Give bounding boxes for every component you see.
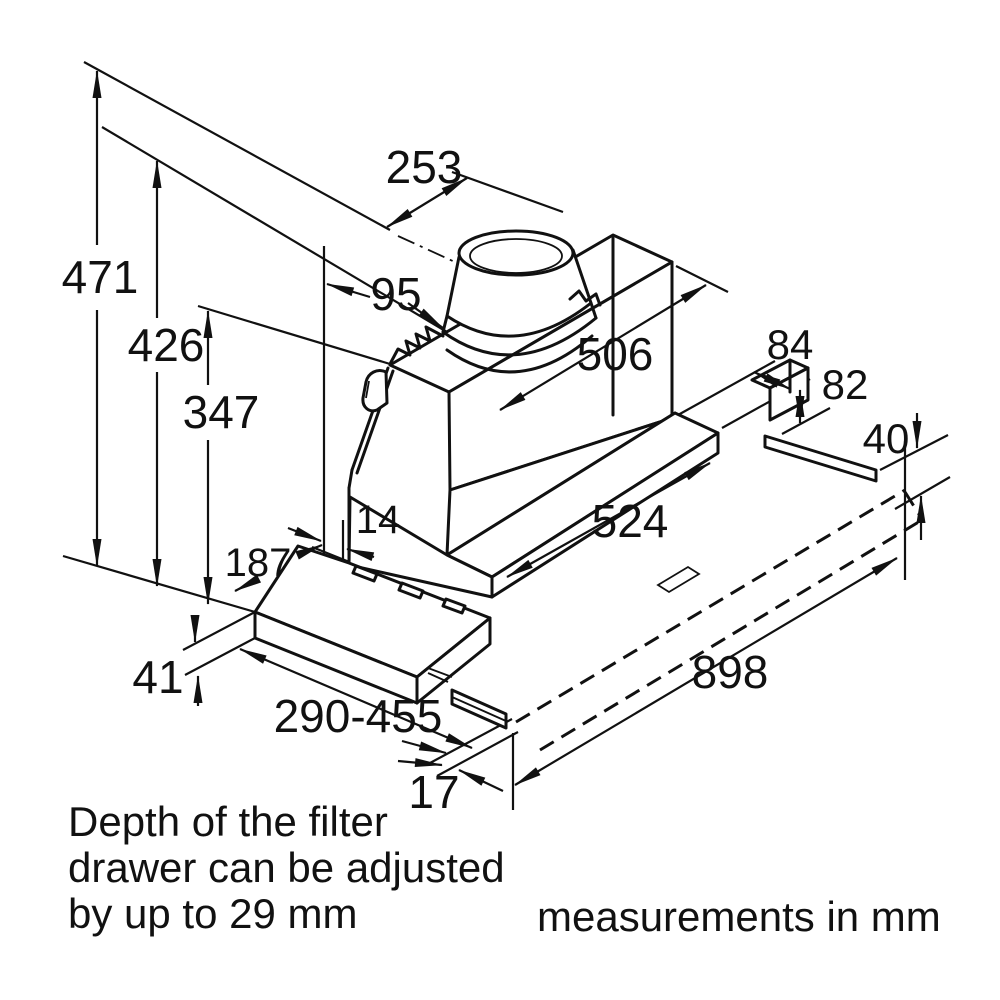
dim-label-95: 95 bbox=[370, 268, 421, 320]
dim-506-line bbox=[499, 284, 707, 411]
ext-line-506 bbox=[675, 265, 729, 293]
dim-label-506: 506 bbox=[577, 328, 654, 380]
drawer-tab-2 bbox=[397, 581, 425, 600]
notes: Depth of the filter drawer can be adjust… bbox=[68, 798, 941, 940]
lower-rail bbox=[763, 434, 878, 483]
dim-95-left bbox=[326, 282, 371, 299]
drawer-tab-3 bbox=[441, 597, 467, 615]
dim-84-line bbox=[753, 371, 791, 390]
units-note: measurements in mm bbox=[537, 893, 941, 940]
dim-187-upper bbox=[295, 543, 323, 560]
dim-label-14: 14 bbox=[356, 498, 401, 542]
ext-line-41-upper bbox=[182, 611, 256, 651]
left-slope-corner bbox=[347, 468, 354, 490]
dim-label-524: 524 bbox=[592, 495, 669, 547]
note-line-2: drawer can be adjusted bbox=[68, 844, 505, 891]
dim-14-left bbox=[287, 526, 322, 543]
dim-label-187: 187 bbox=[225, 541, 292, 585]
ext-line-253 bbox=[451, 170, 564, 214]
duct-band-edge-left bbox=[441, 314, 449, 334]
duct-rim-inner bbox=[469, 238, 563, 274]
dim-290-455-line bbox=[239, 647, 473, 750]
ref-line-body-top bbox=[197, 304, 391, 366]
note-line-3: by up to 29 mm bbox=[68, 890, 357, 937]
niche-dashed-lower bbox=[539, 518, 923, 752]
dim-label-40: 40 bbox=[863, 415, 910, 462]
bracket-front-face bbox=[768, 366, 810, 422]
dim-label-347: 347 bbox=[183, 386, 260, 438]
dim-187-lower bbox=[234, 574, 262, 592]
duct-rim-outer bbox=[457, 229, 575, 277]
dim-17-arrow-1 bbox=[401, 739, 447, 755]
dim-898-line bbox=[514, 557, 898, 786]
note-line-1: Depth of the filter bbox=[68, 798, 388, 845]
ext-line-41-lower bbox=[184, 637, 256, 676]
dim-95-right bbox=[407, 302, 444, 329]
drawer-tab-1 bbox=[351, 564, 379, 583]
dim-label-426: 426 bbox=[128, 319, 205, 371]
mounting-clips bbox=[388, 325, 445, 366]
ext-line-40-lower bbox=[894, 476, 951, 510]
ext-line-82 bbox=[781, 407, 831, 435]
ref-line-duct-top bbox=[83, 61, 391, 231]
dim-label-290-455: 290-455 bbox=[274, 690, 443, 742]
dim-label-41: 41 bbox=[132, 651, 183, 703]
spring-clip bbox=[361, 369, 389, 413]
dimension-labels: 471 426 347 253 95 506 84 82 40 524 14 1… bbox=[62, 141, 910, 818]
spring-clip-detail bbox=[365, 380, 370, 399]
ext-line-17-lower bbox=[436, 731, 519, 777]
dim-label-82: 82 bbox=[822, 361, 869, 408]
dim-label-898: 898 bbox=[692, 646, 769, 698]
dim-label-17: 17 bbox=[408, 766, 459, 818]
dim-label-471: 471 bbox=[62, 251, 139, 303]
niche-cutout-mark bbox=[656, 565, 701, 594]
dim-label-253: 253 bbox=[386, 141, 463, 193]
niche-dashed-end bbox=[903, 491, 924, 520]
dim-253-line bbox=[386, 177, 468, 228]
ext-line-40-upper bbox=[879, 434, 949, 471]
dim-17-arrow-3 bbox=[458, 769, 504, 792]
dim-label-84: 84 bbox=[767, 321, 814, 368]
dim-17-arrow-2 bbox=[397, 758, 443, 768]
dim-14-right bbox=[346, 547, 375, 561]
dimension-lines bbox=[92, 70, 926, 792]
